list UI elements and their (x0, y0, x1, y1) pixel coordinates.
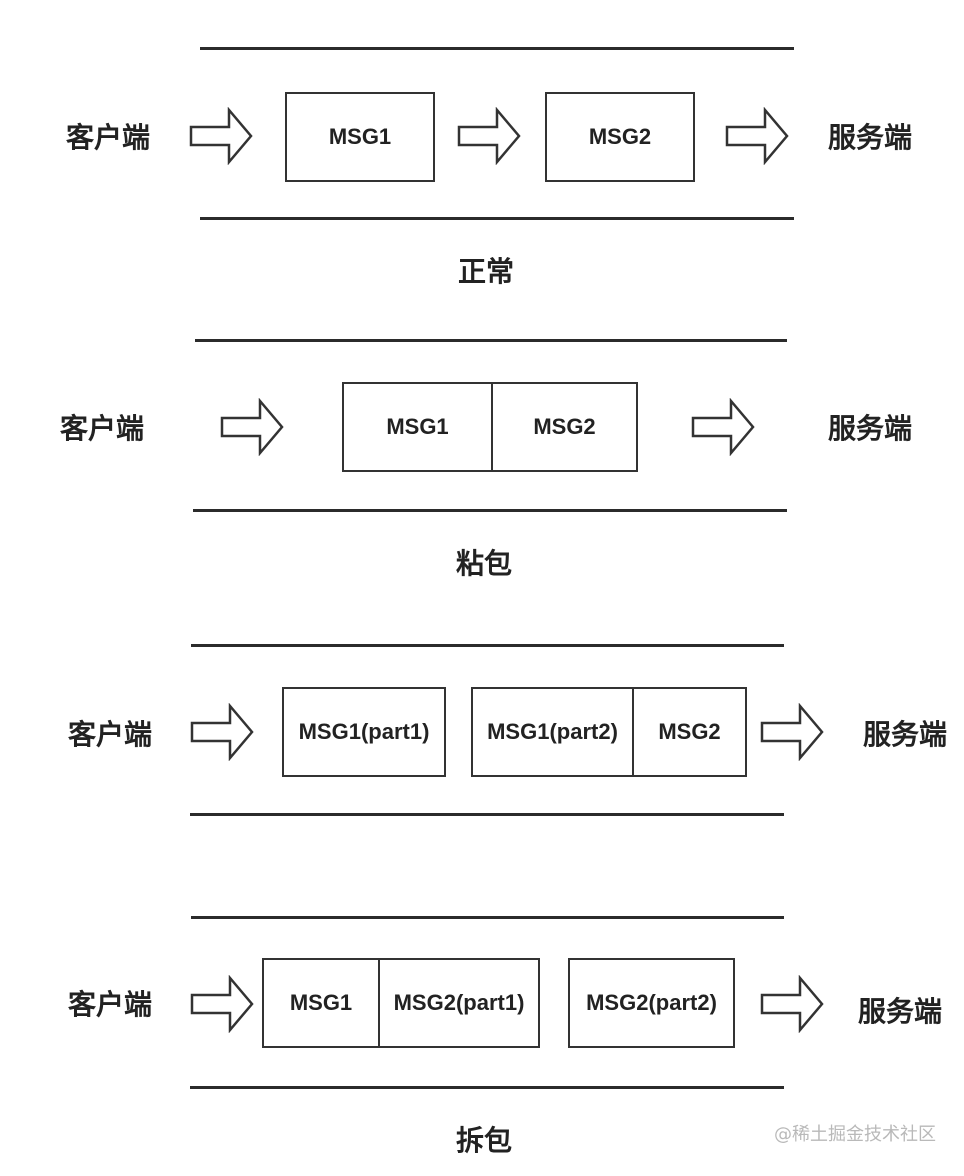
arrow-icon (691, 398, 755, 456)
packet-box: MSG2(part2) (568, 958, 735, 1048)
arrow-icon (760, 703, 824, 761)
section-caption: 拆包 (455, 1124, 513, 1157)
packet-box: MSG1(part1) (282, 687, 446, 777)
bottom-line (190, 1086, 784, 1089)
message-segment: MSG2 (632, 689, 745, 775)
message-segment: MSG1(part1) (298, 719, 430, 744)
message-segment: MSG2(part1) (378, 960, 538, 1046)
bottom-line (190, 813, 784, 816)
bottom-line (200, 217, 794, 220)
arrow-icon (457, 107, 521, 165)
message-segment: MSG1 (289, 990, 353, 1015)
client-label: 客户端 (66, 121, 151, 154)
packet-box: MSG1 MSG2(part1) (262, 958, 540, 1048)
top-line (200, 47, 794, 50)
top-line (195, 339, 787, 342)
server-label: 服务端 (858, 995, 943, 1028)
client-label: 客户端 (68, 718, 153, 751)
client-label: 客户端 (68, 988, 153, 1021)
packet-box: MSG2 (545, 92, 695, 182)
server-label: 服务端 (828, 121, 913, 154)
arrow-icon (189, 107, 253, 165)
bottom-line (193, 509, 787, 512)
section-caption: 粘包 (455, 547, 513, 580)
server-label: 服务端 (863, 718, 948, 751)
arrow-icon (220, 398, 284, 456)
packet-box: MSG1 MSG2 (342, 382, 638, 472)
message-segment: MSG2 (491, 384, 636, 470)
client-label: 客户端 (60, 412, 145, 445)
watermark: @稀土掘金技术社区 (774, 1124, 936, 1145)
packet-box: MSG1 (285, 92, 435, 182)
message-segment: MSG1 (386, 414, 449, 439)
top-line (191, 916, 784, 919)
message-segment: MSG1(part2) (487, 719, 618, 744)
server-label: 服务端 (828, 412, 913, 445)
arrow-icon (190, 975, 254, 1033)
arrow-icon (190, 703, 254, 761)
arrow-icon (760, 975, 824, 1033)
top-line (191, 644, 784, 647)
message-segment: MSG2 (588, 124, 652, 149)
section-caption: 正常 (457, 255, 515, 288)
message-segment: MSG1 (328, 124, 392, 149)
arrow-icon (725, 107, 789, 165)
packet-box: MSG1(part2) MSG2 (471, 687, 747, 777)
message-segment: MSG2(part2) (586, 990, 717, 1015)
